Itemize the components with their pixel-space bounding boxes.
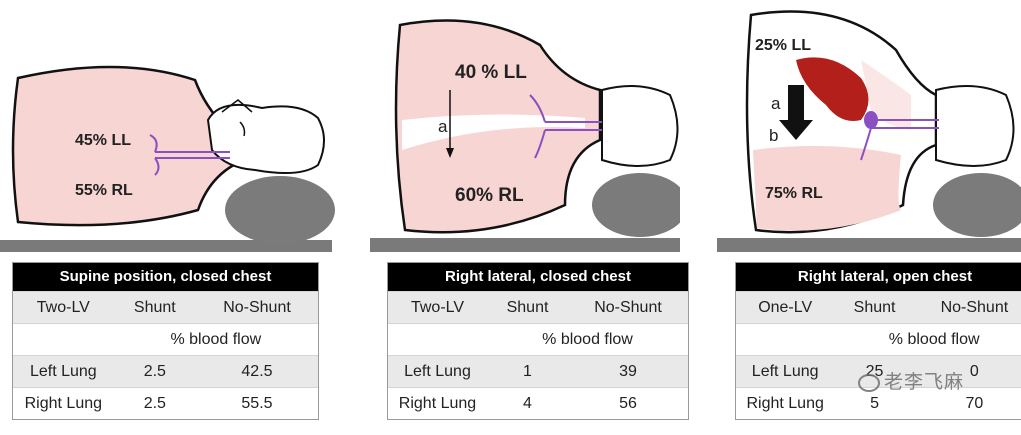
no-shunt-value: 70 <box>965 394 984 412</box>
col-header-no-shunt: No-Shunt <box>223 298 291 316</box>
col-header-ventilation: Two-LV <box>410 298 465 316</box>
left-lung-percent: 25% LL <box>755 37 812 54</box>
shunt-value: 1 <box>523 362 532 380</box>
blood-flow-table: Right lateral, closed chest Two-LV Shunt… <box>387 262 689 420</box>
table-subheader-row: % blood flow <box>736 323 1021 355</box>
watermark-text: 老李飞麻 <box>884 371 965 393</box>
table-subheader-row: % blood flow <box>388 323 688 355</box>
operating-table <box>0 240 332 252</box>
arrow-a-head <box>446 148 454 158</box>
table-row: Right Lung 2.5 55.5 <box>13 387 318 419</box>
no-shunt-value: 55.5 <box>241 394 273 412</box>
collapsed-left-lung <box>796 57 869 121</box>
head-outline <box>601 85 679 167</box>
table-header-row: One-LV Shunt No-Shunt <box>736 291 1021 323</box>
shunt-value: 4 <box>523 394 532 412</box>
right-lung-percent: 75% RL <box>765 185 823 202</box>
watermark: 老李飞麻 <box>858 367 964 394</box>
wechat-icon <box>858 373 880 392</box>
no-shunt-value: 56 <box>619 394 637 412</box>
row-label: Right Lung <box>746 394 824 412</box>
panel-lateral-open-chest: 25% LL 75% RL a b Right lateral, open ch… <box>681 0 1021 435</box>
airway-tube <box>149 134 230 176</box>
row-label: Left Lung <box>404 362 471 380</box>
subheader-blood-flow: % blood flow <box>888 330 980 348</box>
bronchial-blocker-cuff <box>864 111 878 129</box>
row-label: Right Lung <box>24 394 103 412</box>
right-lung-percent: 60% RL <box>455 185 524 206</box>
no-shunt-value: 0 <box>969 362 979 380</box>
arrow-b-label: b <box>769 126 779 145</box>
arrow-a-label: a <box>438 117 448 136</box>
no-shunt-value: 39 <box>619 362 637 380</box>
col-header-ventilation: One-LV <box>758 298 813 316</box>
table-title: Right lateral, open chest <box>736 263 1021 291</box>
lateral-closed-illustration <box>340 0 680 255</box>
table-title: Supine position, closed chest <box>13 263 318 291</box>
col-header-shunt: Shunt <box>853 298 896 316</box>
table-header-row: Two-LV Shunt No-Shunt <box>13 291 318 323</box>
thorax-outline <box>11 65 252 227</box>
subheader-blood-flow: % blood flow <box>170 330 262 348</box>
shunt-value: 2.5 <box>143 394 166 412</box>
col-header-ventilation: Two-LV <box>36 298 90 316</box>
no-shunt-value: 42.5 <box>241 362 273 380</box>
panel-supine-closed-chest: 45% LL 55% RL Supine position, closed ch… <box>0 0 340 435</box>
head-support <box>225 176 335 244</box>
table-row: Right Lung 4 56 <box>388 387 688 419</box>
right-lung-percent: 55% RL <box>75 182 133 199</box>
shunt-value: 5 <box>870 394 879 412</box>
shunt-value: 2.5 <box>143 362 166 380</box>
head-support <box>933 173 1021 237</box>
arrow-a-label: a <box>771 94 781 113</box>
panel-lateral-closed-chest: 40 % LL 60% RL a Right lateral, closed c… <box>340 0 689 435</box>
head-support <box>592 173 680 237</box>
table-row: Left Lung 1 39 <box>388 355 688 387</box>
operating-table <box>370 238 680 252</box>
blood-flow-table: Right lateral, open chest One-LV Shunt N… <box>735 262 1021 420</box>
row-label: Left Lung <box>29 362 97 380</box>
subheader-blood-flow: % blood flow <box>542 330 633 348</box>
supine-illustration <box>0 0 340 255</box>
lateral-open-illustration <box>681 0 1021 255</box>
blood-flow-table: Supine position, closed chest Two-LV Shu… <box>12 262 319 420</box>
airway-tube <box>860 119 939 161</box>
airway-tube <box>529 94 602 159</box>
row-label: Right Lung <box>398 394 477 412</box>
table-row: Right Lung 5 70 <box>736 387 1021 419</box>
col-header-no-shunt: No-Shunt <box>940 298 1009 316</box>
table-title: Right lateral, closed chest <box>388 263 688 291</box>
left-lung-percent: 45% LL <box>75 132 132 149</box>
table-row: Left Lung 2.5 42.5 <box>13 355 318 387</box>
left-lung-percent: 40 % LL <box>455 62 527 83</box>
head-outline <box>935 85 1015 167</box>
gravity-arrow-shaft <box>788 85 804 123</box>
head-outline <box>206 104 325 174</box>
col-header-no-shunt: No-Shunt <box>594 298 662 316</box>
operating-table <box>717 238 1021 252</box>
row-label: Left Lung <box>751 362 819 380</box>
table-header-row: Two-LV Shunt No-Shunt <box>388 291 688 323</box>
col-header-shunt: Shunt <box>133 298 176 316</box>
gravity-arrow-head <box>779 120 813 140</box>
col-header-shunt: Shunt <box>506 298 549 316</box>
table-subheader-row: % blood flow <box>13 323 318 355</box>
